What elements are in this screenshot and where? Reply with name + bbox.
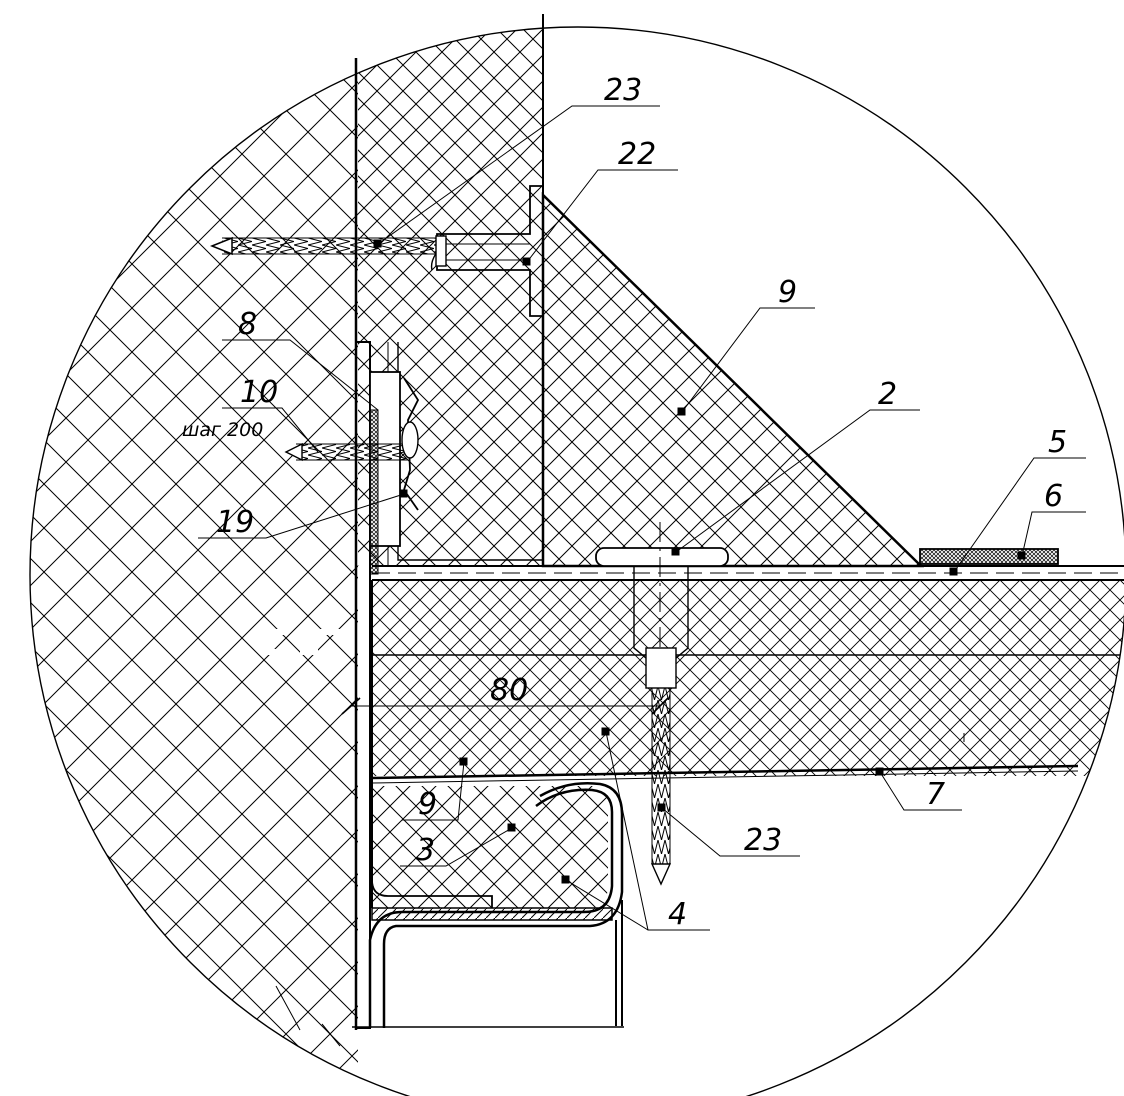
- label-4: 4: [668, 897, 687, 932]
- label-3: 3: [416, 833, 435, 868]
- label-9-bottom: 9: [418, 787, 437, 822]
- rail-fastener: [284, 371, 420, 575]
- roof-insulation-slab: [372, 580, 1124, 776]
- pitch-note: шаг 200: [182, 419, 263, 441]
- profile-insulation: [372, 786, 608, 908]
- label-9-top: 9: [778, 275, 797, 310]
- label-8: 8: [238, 307, 257, 342]
- waterproofing-strip: [919, 548, 1059, 565]
- dimension-80: 80: [341, 673, 669, 715]
- callout-labels: 23 22 9 8 10 шаг 200 2 5 6 19 9 3 7 23 4: [182, 73, 1067, 932]
- break-marks: [262, 629, 340, 655]
- label-22: 22: [618, 137, 656, 172]
- callouts: [198, 105, 1086, 931]
- label-2: 2: [878, 377, 897, 412]
- parapet-anchor: [209, 185, 544, 317]
- dimension-80-label: 80: [490, 673, 528, 708]
- detail-circle: [29, 26, 1124, 1096]
- label-5: 5: [1048, 425, 1067, 460]
- label-6: 6: [1044, 479, 1063, 514]
- label-23-bottom: 23: [744, 823, 782, 858]
- triangular-fillet: [541, 192, 925, 568]
- label-7: 7: [926, 777, 945, 812]
- masonry-wall: [30, 27, 358, 1096]
- label-19: 19: [216, 505, 254, 540]
- label-23-top: 23: [604, 73, 642, 108]
- label-10: 10: [240, 375, 278, 410]
- roof-screw: [595, 522, 729, 886]
